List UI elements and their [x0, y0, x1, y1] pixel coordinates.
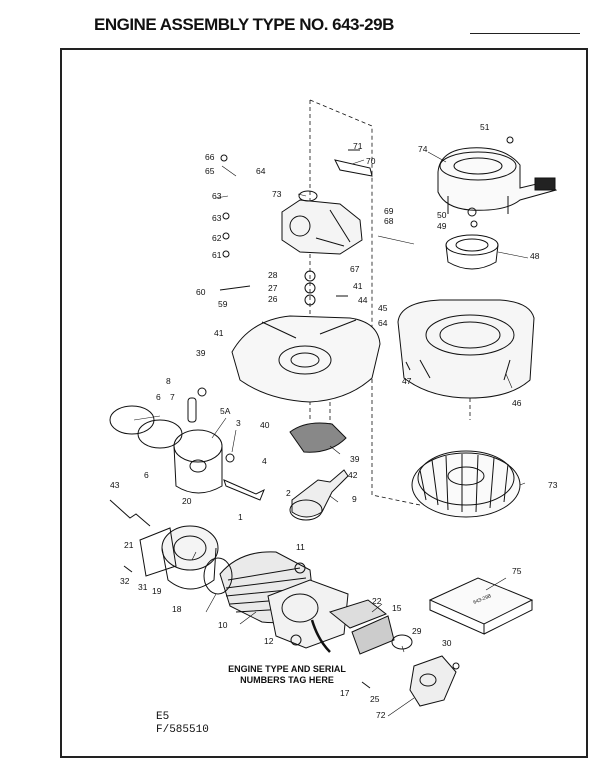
title-underline	[470, 33, 580, 34]
callout-68: 68	[384, 216, 394, 226]
callout-7: 7	[170, 392, 175, 402]
callout-10: 10	[218, 620, 228, 630]
callout-2: 2	[286, 488, 291, 498]
callout-8: 8	[166, 376, 171, 386]
starter-cup	[445, 234, 499, 270]
mounting-plate	[231, 315, 381, 403]
starter-housing	[437, 147, 558, 214]
crankshaft	[289, 469, 349, 521]
callout-3: 3	[236, 418, 241, 428]
callout-63a: 63	[212, 191, 222, 201]
callout-59: 59	[218, 299, 228, 309]
leader-lines	[133, 151, 529, 717]
cylinder-gasket	[203, 557, 233, 595]
reed-plate	[328, 599, 388, 629]
callout-29: 29	[412, 626, 422, 636]
callout-1: 1	[238, 512, 243, 522]
callout-27: 27	[268, 283, 278, 293]
callout-44: 44	[358, 295, 368, 305]
callout-21: 21	[124, 540, 134, 550]
spark-plug-lead	[109, 499, 151, 527]
muffler	[161, 525, 219, 590]
callout-39b: 39	[350, 454, 360, 464]
callout-45: 45	[378, 303, 388, 313]
callout-43: 43	[110, 480, 120, 490]
air-filter	[428, 577, 534, 635]
callout-67: 67	[350, 264, 360, 274]
callout-28: 28	[268, 270, 278, 280]
flywheel	[411, 450, 521, 518]
callout-65: 65	[205, 166, 215, 176]
callout-47: 47	[402, 376, 412, 386]
callout-41b: 41	[214, 328, 224, 338]
callout-40: 40	[260, 420, 270, 430]
piston-pin	[187, 397, 197, 423]
callout-6b: 6	[144, 470, 149, 480]
callout-25: 25	[370, 694, 380, 704]
callout-61: 61	[212, 250, 222, 260]
callout-4: 4	[262, 456, 267, 466]
callout-18: 18	[172, 604, 182, 614]
fasteners	[123, 136, 514, 689]
callout-39a: 39	[196, 348, 206, 358]
part-number-callouts: 51 74 71 70 66 65 64 63 73 69 68 50 49 6…	[110, 122, 558, 720]
callout-5A: 5A	[220, 406, 231, 416]
callout-64b: 64	[378, 318, 388, 328]
intake-manifold	[351, 615, 395, 655]
callout-69: 69	[384, 206, 394, 216]
callout-15: 15	[392, 603, 402, 613]
carburetor-bracket	[334, 159, 373, 177]
piston-rings	[109, 405, 183, 449]
callout-60: 60	[196, 287, 206, 297]
callout-70: 70	[366, 156, 376, 166]
callout-31: 31	[138, 582, 148, 592]
callout-51: 51	[480, 122, 490, 132]
callout-6a: 6	[156, 392, 161, 402]
callout-30: 30	[442, 638, 452, 648]
carburetor-upper	[281, 190, 363, 255]
callout-19: 19	[152, 586, 162, 596]
callout-74: 74	[418, 144, 428, 154]
callout-73b: 73	[548, 480, 558, 490]
intake-gasket	[391, 634, 413, 650]
blower-housing	[397, 299, 535, 399]
serial-tag-line-1: ENGINE TYPE AND SERIAL	[228, 664, 346, 674]
callout-71: 71	[353, 141, 363, 151]
carburetor-lower	[409, 655, 457, 707]
callout-22: 22	[372, 596, 382, 606]
callout-63b: 63	[212, 213, 222, 223]
serial-tag-note: ENGINE TYPE AND SERIAL NUMBERS TAG HERE	[222, 664, 352, 686]
serial-tag-line-2: NUMBERS TAG HERE	[240, 675, 334, 685]
connecting-rod	[223, 479, 265, 501]
callout-75: 75	[512, 566, 522, 576]
callout-41a: 41	[353, 281, 363, 291]
callout-48: 48	[530, 251, 540, 261]
muffler-plate	[139, 527, 177, 577]
piston	[173, 429, 223, 494]
callout-20: 20	[182, 496, 192, 506]
footer-code-1: E5	[156, 711, 170, 723]
callout-9: 9	[352, 494, 357, 504]
diagram-frame	[60, 48, 588, 758]
callout-72: 72	[376, 710, 386, 720]
footer-code-2: F/585510	[156, 724, 209, 736]
callout-32: 32	[120, 576, 130, 586]
callout-66: 66	[205, 152, 215, 162]
callout-73a: 73	[272, 189, 282, 199]
callout-11: 11	[296, 542, 305, 552]
page-title: ENGINE ASSEMBLY TYPE NO. 643-29B	[94, 15, 394, 34]
callout-62: 62	[212, 233, 222, 243]
callout-64a: 64	[256, 166, 266, 176]
callout-26: 26	[268, 294, 278, 304]
callout-49: 49	[437, 221, 447, 231]
callout-17: 17	[340, 688, 350, 698]
callout-42: 42	[348, 470, 358, 480]
crankcase	[267, 579, 349, 653]
cover-gasket	[289, 422, 347, 453]
callout-12: 12	[264, 636, 274, 646]
callout-50: 50	[437, 210, 447, 220]
callout-46: 46	[512, 398, 522, 408]
